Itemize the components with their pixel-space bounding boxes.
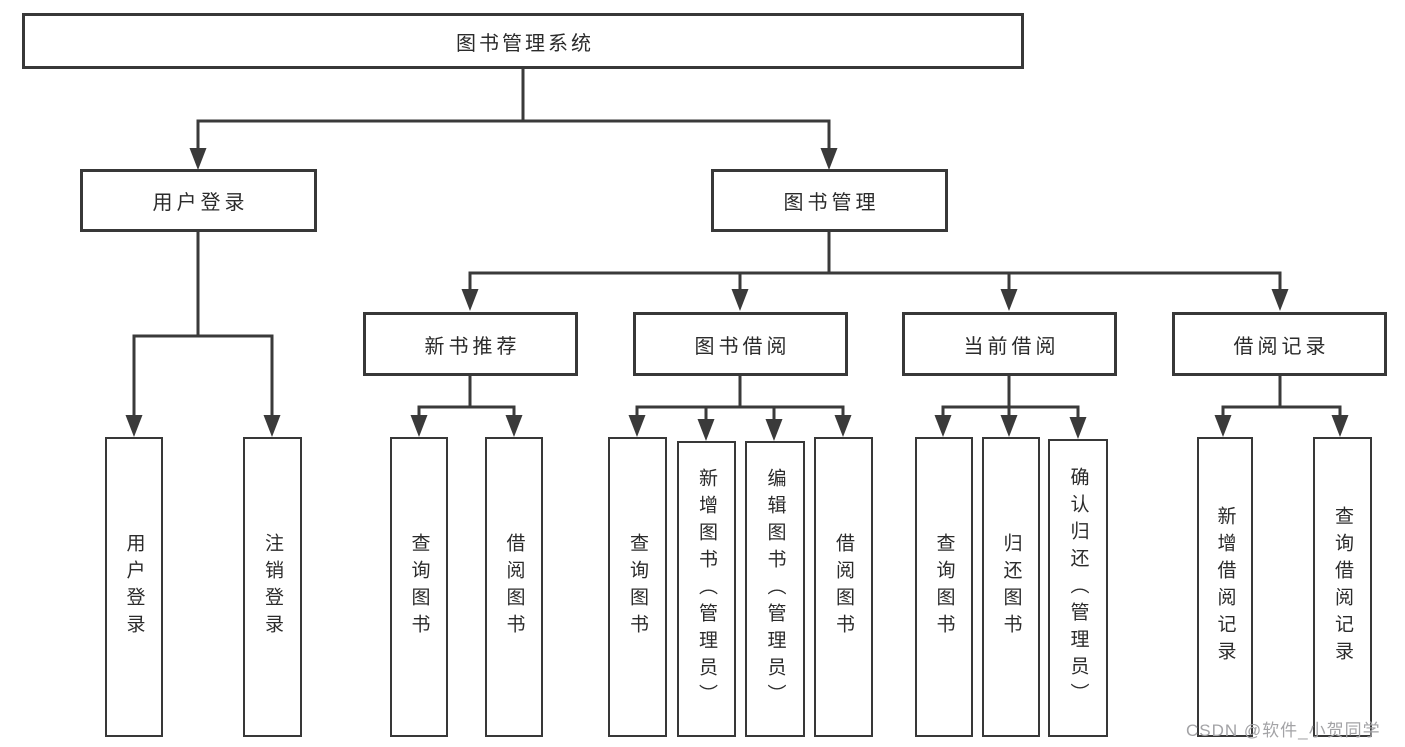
leaf-borrow-books-recommend: 借阅图书 (485, 437, 543, 737)
node-user-login-label: 用户登录 (152, 192, 249, 214)
node-borrowing-records: 借阅记录 (1172, 312, 1387, 376)
node-book-borrowing-label: 图书借阅 (694, 335, 791, 358)
leaf-search-books-borrowing: 查询图书 (608, 437, 667, 737)
leaf-borrow-books-borrowing-label: 借阅图书 (833, 533, 854, 641)
leaf-search-borrow-record-label: 查询借阅记录 (1332, 506, 1353, 668)
leaf-borrow-books-recommend-label: 借阅图书 (503, 533, 525, 641)
leaf-search-books-recommend-label: 查询图书 (408, 533, 430, 641)
leaf-logout: 注销登录 (243, 437, 302, 737)
leaf-return-books: 归还图书 (982, 437, 1040, 737)
leaf-edit-books-admin-label: 编辑图书（管理员） (764, 467, 786, 711)
node-new-book-recommendation-label: 新书推荐 (424, 335, 521, 358)
leaf-logout-label: 注销登录 (262, 533, 283, 641)
node-book-management: 图书管理 (711, 169, 948, 232)
node-root-label: 图书管理系统 (456, 32, 594, 55)
node-current-borrowing-label: 当前借阅 (963, 335, 1060, 358)
leaf-search-books-recommend: 查询图书 (390, 437, 448, 737)
leaf-user-login: 用户登录 (105, 437, 163, 737)
leaf-search-books-borrowing-label: 查询图书 (627, 533, 648, 641)
node-book-borrowing: 图书借阅 (633, 312, 848, 376)
leaf-edit-books-admin: 编辑图书（管理员） (745, 441, 805, 737)
node-new-book-recommendation: 新书推荐 (363, 312, 578, 376)
node-current-borrowing: 当前借阅 (902, 312, 1117, 376)
leaf-add-borrow-record: 新增借阅记录 (1197, 437, 1253, 737)
node-user-login: 用户登录 (80, 169, 317, 232)
node-borrowing-records-label: 借阅记录 (1233, 335, 1330, 358)
leaf-add-borrow-record-label: 新增借阅记录 (1214, 506, 1236, 668)
node-root: 图书管理系统 (22, 13, 1024, 69)
leaf-add-books-admin: 新增图书（管理员） (677, 441, 736, 737)
leaf-add-books-admin-label: 新增图书（管理员） (696, 467, 717, 711)
leaf-borrow-books-borrowing: 借阅图书 (814, 437, 873, 737)
watermark: CSDN @软件_小贺同学 (1186, 721, 1381, 740)
leaf-user-login-label: 用户登录 (123, 533, 145, 641)
node-book-management-label: 图书管理 (783, 192, 880, 214)
leaf-search-borrow-record: 查询借阅记录 (1313, 437, 1372, 737)
leaf-return-books-label: 归还图书 (1000, 533, 1022, 641)
leaf-confirm-return-admin: 确认归还（管理员） (1048, 439, 1108, 737)
leaf-confirm-return-admin-label: 确认归还（管理员） (1067, 466, 1089, 710)
leaf-search-books-current-label: 查询图书 (933, 533, 955, 641)
leaf-search-books-current: 查询图书 (915, 437, 973, 737)
